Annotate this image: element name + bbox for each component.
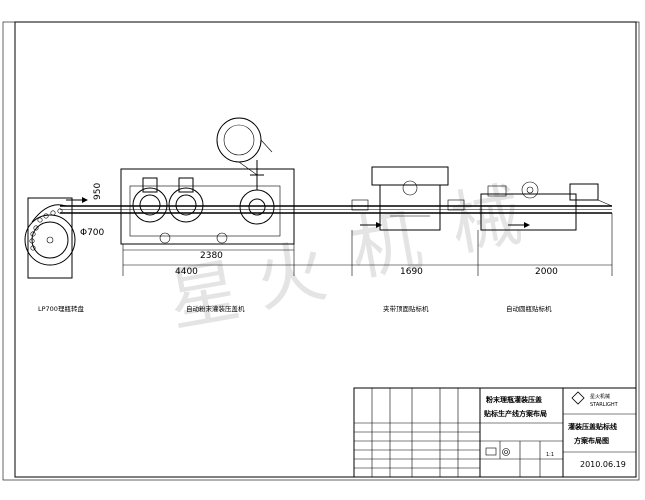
top-labeling-machine (351, 166, 465, 231)
company-logo: 星火机械 STARLIGHT (571, 391, 619, 408)
flow-arrow-icon (508, 222, 530, 228)
dimension-4400: 4400 (175, 267, 198, 277)
company-name-en: STARLIGHT (590, 402, 619, 408)
dimension-1690: 1690 (400, 267, 423, 277)
flow-arrow-icon (360, 222, 382, 228)
watermark-char-2: 火 (249, 229, 332, 322)
dimension-950: 950 (93, 183, 103, 200)
label-filler: 自动粉末灌装压盖机 (186, 304, 245, 313)
flow-arrow-icon (66, 197, 88, 203)
drawing-title-line2: 方案布局图 (574, 436, 609, 445)
drawing-date: 2010.06.19 (580, 460, 626, 469)
title-block (353, 387, 637, 478)
dimension-lines (122, 213, 613, 276)
drawing-title-line1: 灌装压盖贴标线 (568, 422, 617, 431)
dimension-700: Φ700 (80, 228, 105, 238)
company-name-cn: 星火机械 (590, 393, 610, 400)
project-title-line1: 粉末理瓶灌装压盖 (486, 395, 542, 404)
round-labeling-machine (480, 181, 613, 231)
conveyor (60, 205, 612, 214)
label-round-labeler: 自动圆瓶贴标机 (506, 304, 552, 313)
watermark-char-3: 机 (344, 199, 427, 292)
label-top-labeler: 夹带顶面贴标机 (383, 304, 429, 313)
filling-capping-machine (120, 117, 295, 245)
label-sorter: LP700理瓶转盘 (38, 304, 84, 313)
dimension-2380: 2380 (200, 251, 223, 261)
scale-ratio: 1:1 (546, 452, 554, 458)
dimension-2000: 2000 (535, 267, 558, 277)
inner-frame (14, 21, 637, 478)
projection-symbol-icon (485, 447, 510, 456)
project-title-line2: 贴标生产线方案布局 (483, 409, 547, 418)
watermark-char-4: 械 (444, 174, 527, 267)
turntable-machine (24, 197, 76, 279)
watermark: 星 火 机 械 (162, 174, 527, 342)
watermark-char-1: 星 (162, 249, 245, 342)
